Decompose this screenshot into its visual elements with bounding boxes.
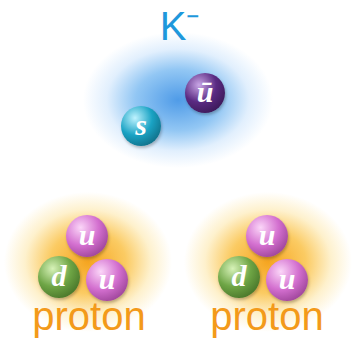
quark-sphere: s	[121, 106, 161, 146]
quark-letter: u	[66, 220, 108, 250]
particle-label: proton	[32, 296, 145, 336]
particle-name: K⁻	[160, 6, 201, 46]
particle-label: proton	[210, 296, 323, 336]
quark-letter: s	[121, 110, 161, 140]
quark-sphere: u	[246, 215, 288, 257]
quark-sphere: d	[38, 256, 80, 298]
quark-letter: u	[266, 264, 308, 294]
quark-sphere: ū	[185, 73, 225, 113]
quark-sphere: u	[86, 259, 128, 301]
quark-letter: u	[246, 220, 288, 250]
quark-sphere: u	[266, 259, 308, 301]
quark-sphere: d	[218, 256, 260, 298]
quark-sphere: u	[66, 215, 108, 257]
quark-letter: d	[38, 261, 80, 291]
proton-cloud: protonudu	[178, 190, 356, 342]
proton-cloud: protonudu	[0, 190, 178, 342]
quark-letter: ū	[185, 77, 225, 107]
quark-letter: u	[86, 264, 128, 294]
kaon-cloud: K⁻ sū	[70, 0, 290, 178]
quark-letter: d	[218, 261, 260, 291]
